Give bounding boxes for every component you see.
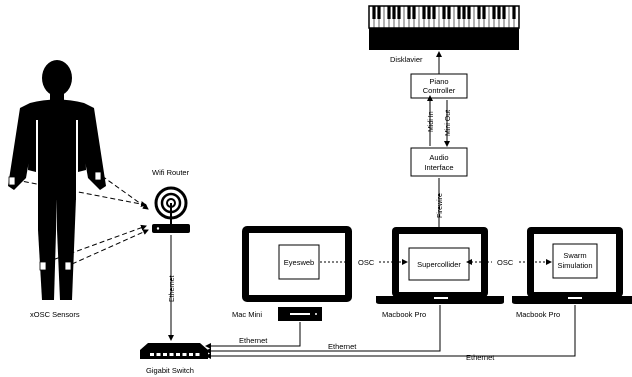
piano-black-key xyxy=(497,6,501,19)
piano-black-key xyxy=(412,6,416,19)
audio-interface-label-2: Interface xyxy=(424,163,453,172)
eyesweb-label: Eyesweb xyxy=(284,258,314,267)
sensor-link-2 xyxy=(101,175,149,210)
audio-interface-label-1: Audio xyxy=(429,153,448,162)
piano-black-key xyxy=(427,6,431,19)
sensor-right-wrist xyxy=(94,171,102,181)
piano-black-key xyxy=(387,6,391,19)
gigabit-switch-label: Gigabit Switch xyxy=(146,366,194,375)
piano-black-key xyxy=(447,6,451,19)
midi-out-label: Mini Out xyxy=(445,110,452,136)
human-figure-icon xyxy=(8,60,106,300)
piano-black-key xyxy=(432,6,436,19)
firewire-label: Firewire xyxy=(437,193,444,218)
sensor-left-wrist xyxy=(8,176,16,186)
ethernet-label-1: Ethernet xyxy=(239,336,268,345)
piano-controller-box xyxy=(410,73,468,99)
piano-black-key xyxy=(377,6,381,19)
swarm-label-1: Swarm xyxy=(563,251,586,260)
switch-port xyxy=(195,353,200,356)
osc-right-label: OSC xyxy=(497,258,514,267)
piano-black-key xyxy=(457,6,461,19)
ethernet-label-2: Ethernet xyxy=(328,342,357,351)
piano-controller-label-2: Controller xyxy=(423,86,456,95)
switch-port xyxy=(163,353,167,356)
disklavier-piano-icon xyxy=(368,5,520,50)
ethernet-link-mac-mini xyxy=(205,322,301,349)
wifi-router-icon xyxy=(152,186,190,233)
switch-port xyxy=(169,353,174,356)
switch-port xyxy=(176,353,180,356)
mac-mini-box-icon xyxy=(278,307,322,321)
piano-black-key xyxy=(442,6,446,19)
sensor-link-3 xyxy=(46,224,147,263)
piano-black-key xyxy=(397,6,401,19)
switch-port xyxy=(189,353,193,356)
wifi-router-label: Wifi Router xyxy=(152,168,190,177)
sensor-link-1 xyxy=(15,179,147,208)
switch-port xyxy=(182,353,187,356)
switch-port xyxy=(150,353,154,356)
mac-mini-label: Mac Mini xyxy=(232,310,262,319)
supercollider-label: Supercollider xyxy=(417,260,461,269)
piano-black-key xyxy=(477,6,481,19)
macbook-pro-center-label: Macbook Pro xyxy=(382,310,426,319)
ethernet-label-3: Ethernet xyxy=(466,353,495,362)
piano-black-key xyxy=(482,6,486,19)
swarm-label-2: Simulation xyxy=(557,261,592,270)
ethernet-vertical-label: Ethernet xyxy=(169,275,176,302)
piano-controller-label-1: Piano xyxy=(429,77,448,86)
switch-port xyxy=(156,353,161,356)
ethernet-link-macbook-center xyxy=(205,305,441,354)
eyesweb-box xyxy=(278,244,320,280)
disklavier-label: Disklavier xyxy=(390,55,423,64)
piano-black-key xyxy=(372,6,376,19)
ethernet-link-macbook-right xyxy=(205,305,576,359)
xosc-sensors-label: xOSC Sensors xyxy=(30,310,80,319)
piano-black-key xyxy=(502,6,506,19)
piano-black-key xyxy=(422,6,426,19)
piano-black-key xyxy=(492,6,496,19)
sensor-right-ankle xyxy=(64,261,72,271)
sensor-link-4 xyxy=(71,229,149,265)
midi-in-label: Midi In xyxy=(428,111,435,132)
macbook-pro-right-label: Macbook Pro xyxy=(516,310,560,319)
sensor-left-ankle xyxy=(39,261,47,271)
audio-interface-box xyxy=(410,147,468,177)
piano-black-key xyxy=(462,6,466,19)
swarm-simulation-box xyxy=(552,243,598,279)
osc-left-label: OSC xyxy=(358,258,375,267)
piano-black-key xyxy=(407,6,411,19)
piano-black-key xyxy=(512,6,516,19)
gigabit-switch-icon xyxy=(140,343,208,359)
piano-black-key xyxy=(467,6,471,19)
piano-black-key xyxy=(392,6,396,19)
